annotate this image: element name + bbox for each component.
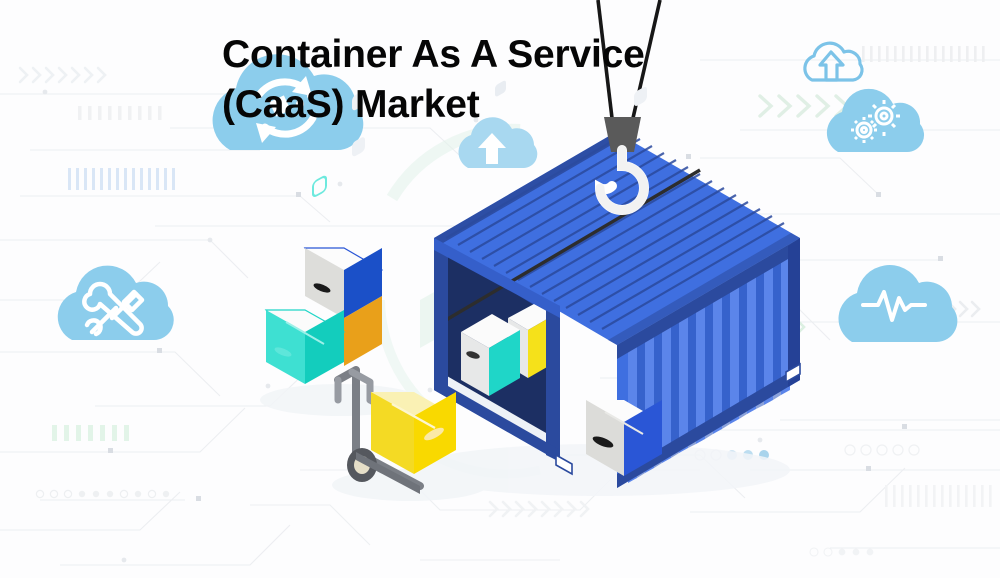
page-title: Container As A Service (CaaS) Market [222, 30, 722, 130]
blue-package-box [586, 87, 662, 476]
dash-bar-grey-topright [862, 46, 985, 62]
stacked-boxes [264, 91, 384, 384]
circuit-traces-left [0, 93, 471, 566]
cloud-gears-icon [826, 88, 925, 153]
cloud-sync-icon [212, 54, 364, 151]
dot-row-bottom-left [35, 489, 170, 499]
hand-truck [334, 366, 424, 494]
box-teal [264, 175, 346, 384]
box-gray-blue [303, 91, 384, 318]
box-yellow-on-truck [371, 392, 456, 474]
cloud-upload-outline-icon [803, 41, 864, 82]
cloud-pulse-icon [838, 265, 958, 343]
box-orange [344, 137, 382, 366]
container-top-corrugation [445, 131, 785, 330]
crane-hook [594, 117, 649, 215]
cloud-tools-icon [57, 265, 174, 341]
dash-bar-green-bottomleft [52, 425, 129, 441]
cloud-upload-icon-small [458, 117, 538, 168]
dot-row-far-right [844, 444, 920, 456]
page-title-line-1: Container As A Service [222, 33, 645, 76]
chevrons-bottom-right [488, 500, 590, 518]
dash-bar-grey-top [78, 106, 162, 120]
dash-bar-blue [68, 168, 175, 190]
chevrons-top-left [18, 66, 107, 84]
dash-bar-grey-bottomright [885, 485, 992, 507]
page-title-line-2: (CaaS) Market [222, 83, 480, 126]
inner-box-teal [461, 80, 520, 396]
dot-row-bottom [809, 547, 874, 557]
